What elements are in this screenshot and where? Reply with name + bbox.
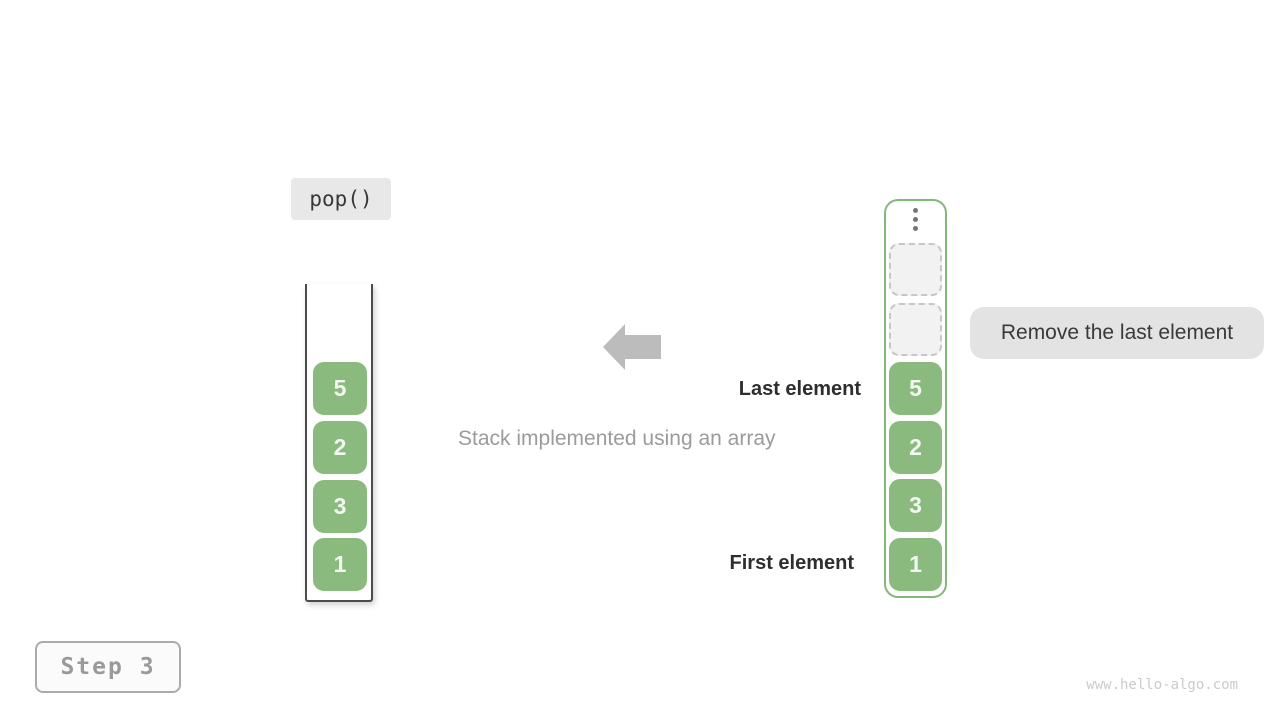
figure-caption: Stack implemented using an array xyxy=(458,427,776,450)
stack-container: 5 2 3 1 xyxy=(305,284,373,602)
array-cell: 3 xyxy=(889,479,942,532)
operation-label: pop() xyxy=(291,178,391,220)
array-empty-slot xyxy=(889,303,942,356)
left-arrow-icon xyxy=(603,324,661,370)
array-cell: 5 xyxy=(889,362,942,415)
array-cell: 1 xyxy=(889,538,942,591)
ellipsis-icon xyxy=(886,208,945,231)
step-badge: Step 3 xyxy=(35,641,181,693)
action-label: Remove the last element xyxy=(970,307,1264,359)
watermark: www.hello-algo.com xyxy=(1086,677,1238,693)
stack-cell: 5 xyxy=(313,362,367,415)
last-element-label: Last element xyxy=(738,378,861,400)
array-cell: 2 xyxy=(889,421,942,474)
array-container: 5 2 3 1 xyxy=(884,199,947,598)
array-empty-slot xyxy=(889,243,942,296)
stack-cell: 2 xyxy=(313,421,367,474)
stack-cell: 3 xyxy=(313,480,367,533)
stack-cell: 1 xyxy=(313,538,367,591)
first-element-label: First element xyxy=(729,552,854,574)
